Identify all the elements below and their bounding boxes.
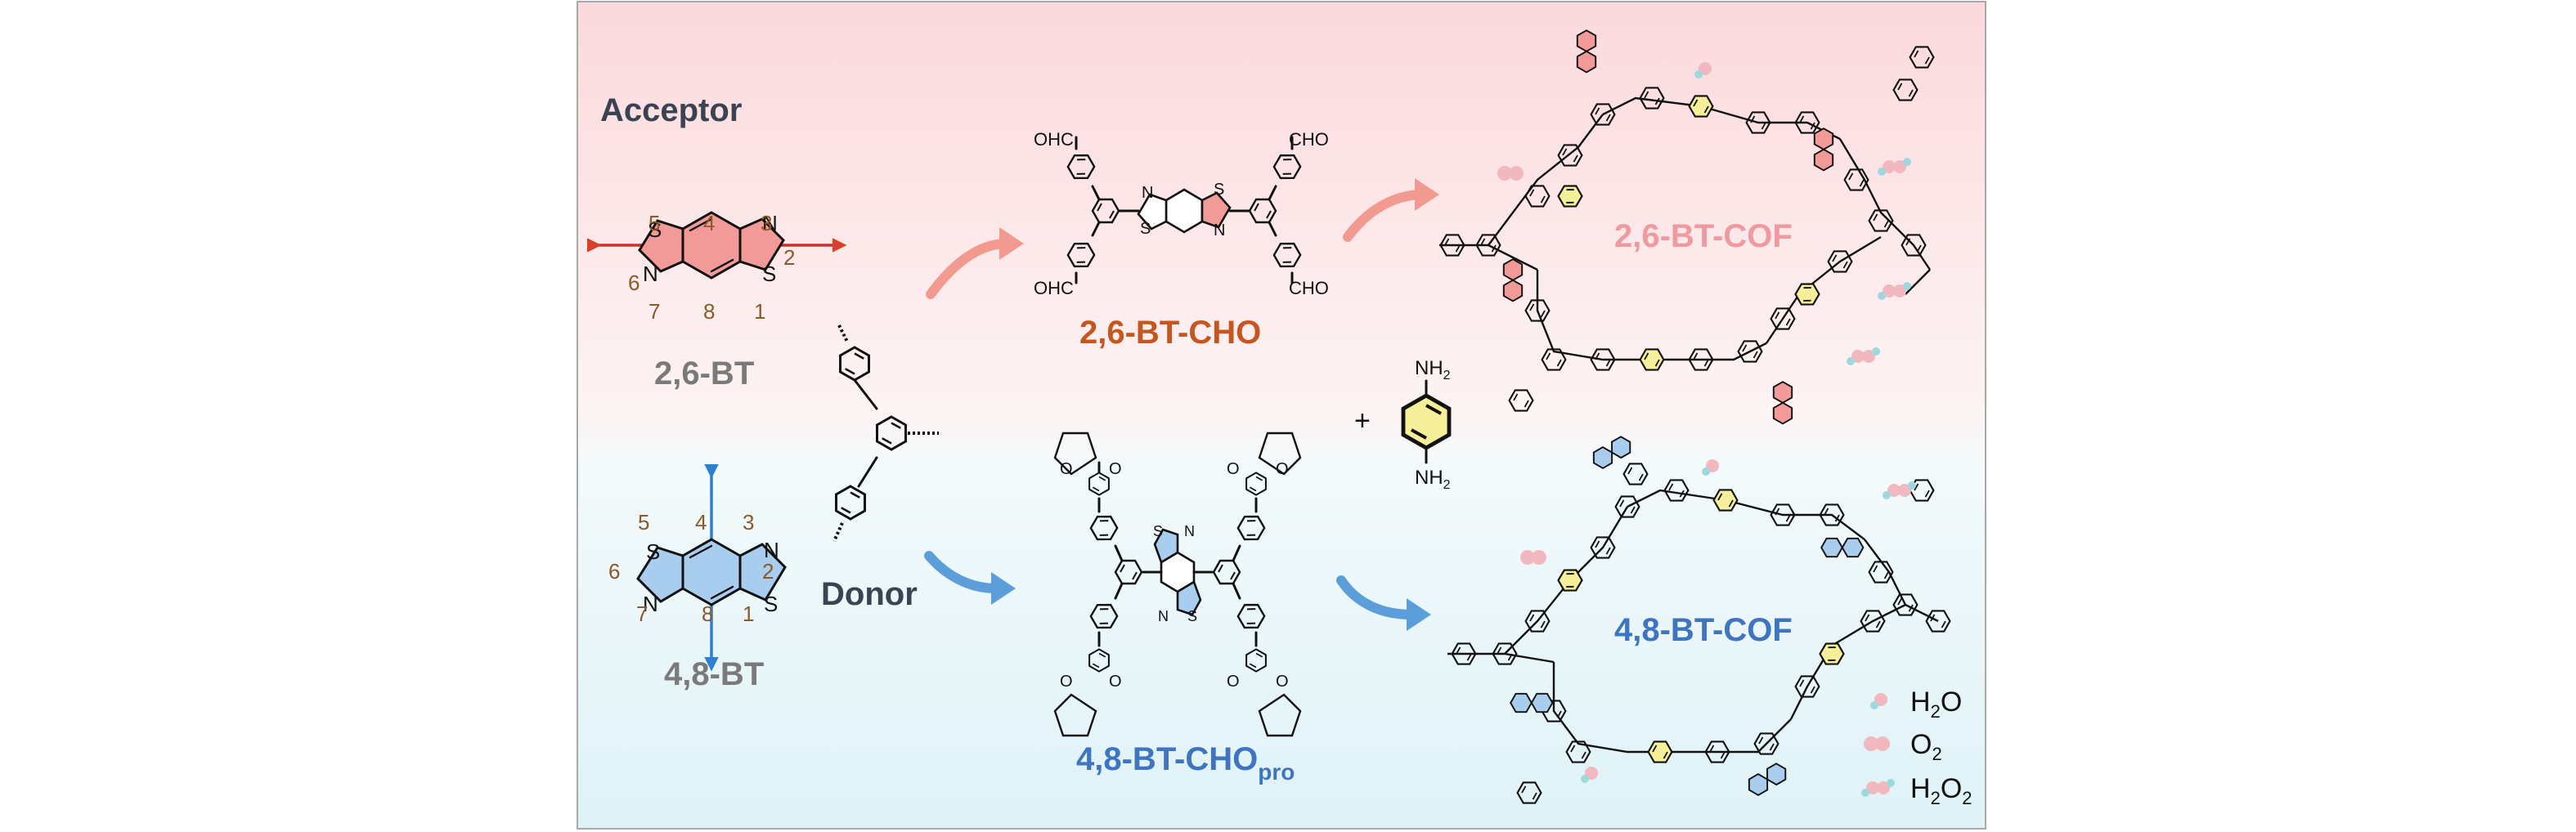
bt48-label: 4,8-BT xyxy=(664,656,764,692)
svg-text:6: 6 xyxy=(628,271,640,295)
cof26-label: 2,6-BT-COF xyxy=(1614,218,1793,254)
svg-text:H2O2: H2O2 xyxy=(1910,773,1972,808)
svg-text:2: 2 xyxy=(783,245,795,270)
oxygen-legend-item: O2 xyxy=(1864,729,1942,764)
svg-text:N: N xyxy=(762,211,778,235)
svg-text:3: 3 xyxy=(743,510,754,535)
svg-text:5: 5 xyxy=(648,211,660,235)
svg-text:4: 4 xyxy=(703,211,715,235)
svg-text:N: N xyxy=(1214,221,1225,239)
svg-text:4: 4 xyxy=(695,510,707,535)
svg-text:7: 7 xyxy=(636,602,648,626)
svg-text:N: N xyxy=(1158,608,1169,624)
cof48-framework xyxy=(1447,433,1951,804)
svg-text:O: O xyxy=(1227,673,1240,691)
svg-text:1: 1 xyxy=(754,299,765,324)
svg-text:CHO: CHO xyxy=(1289,278,1329,298)
bt48-position-numbers: 5 4 3 2 6 7 8 1 xyxy=(608,510,774,626)
svg-text:O: O xyxy=(1109,460,1122,478)
cof26-reaction-arrow xyxy=(1343,190,1425,242)
svg-text:S: S xyxy=(1140,220,1151,238)
cof48-label: 4,8-BT-COF xyxy=(1614,612,1793,648)
svg-text:N: N xyxy=(1184,523,1195,539)
svg-text:O: O xyxy=(1276,673,1289,691)
bt26-position-numbers: 5 4 3 2 6 7 8 1 xyxy=(628,211,795,324)
svg-text:O: O xyxy=(1109,673,1122,691)
svg-text:S: S xyxy=(1187,608,1197,624)
svg-text:6: 6 xyxy=(608,559,620,584)
svg-text:N: N xyxy=(1142,184,1153,202)
svg-text:NH2: NH2 xyxy=(1415,467,1451,492)
water-legend-item: H2O xyxy=(1870,687,1962,722)
svg-text:OHC: OHC xyxy=(1034,129,1074,150)
svg-text:N: N xyxy=(643,262,658,286)
svg-text:8: 8 xyxy=(703,299,715,324)
svg-text:N: N xyxy=(643,592,658,616)
svg-text:S: S xyxy=(648,217,662,242)
svg-text:S: S xyxy=(646,539,660,564)
svg-text:5: 5 xyxy=(638,510,649,535)
bt26-structure: S N N S xyxy=(587,211,847,286)
bt26-cho-label: 2,6-BT-CHO xyxy=(1079,315,1261,351)
terphenyl-donor-structure xyxy=(832,324,939,542)
donor-label: Donor xyxy=(821,576,918,612)
acceptor-label: Acceptor xyxy=(600,92,742,128)
svg-text:3: 3 xyxy=(761,211,772,235)
bt26-cho-structure: N S S N OHC OHC CHO CHO xyxy=(1034,129,1329,298)
scheme-panel xyxy=(577,1,1986,830)
p-phenylenediamine-structure: NH2 NH2 xyxy=(1403,357,1451,492)
bt48-structure: S N N S xyxy=(636,464,787,672)
bt26-label: 2,6-BT xyxy=(654,356,754,391)
svg-text:8: 8 xyxy=(702,602,713,626)
bt48-chopro-label: 4,8-BT-CHOpro xyxy=(1076,741,1295,785)
acceptor-reaction-arrow xyxy=(926,239,1009,299)
svg-text:1: 1 xyxy=(743,602,754,626)
svg-text:S: S xyxy=(762,262,776,286)
svg-text:CHO: CHO xyxy=(1289,129,1329,150)
svg-text:O2: O2 xyxy=(1910,729,1942,764)
svg-text:N: N xyxy=(764,538,779,562)
svg-text:NH2: NH2 xyxy=(1415,357,1451,382)
svg-text:S: S xyxy=(764,592,778,616)
svg-text:H2O: H2O xyxy=(1910,687,1962,722)
plus-sign: + xyxy=(1354,405,1371,436)
species-legend: H2O O2 H2O2 xyxy=(1861,687,1972,808)
svg-text:OHC: OHC xyxy=(1034,278,1074,298)
svg-text:S: S xyxy=(1153,523,1163,539)
svg-text:O: O xyxy=(1227,460,1240,478)
svg-text:O: O xyxy=(1060,673,1073,691)
svg-text:7: 7 xyxy=(648,299,660,324)
cof26-framework xyxy=(1439,29,1935,425)
hydrogen-peroxide-legend-item: H2O2 xyxy=(1861,773,1972,808)
cof48-reaction-arrow xyxy=(1336,575,1416,620)
svg-text:2: 2 xyxy=(762,559,774,584)
svg-text:S: S xyxy=(1214,181,1224,199)
bt48-chopro-structure: S N N S O O O O O O xyxy=(1053,432,1302,737)
donor-reaction-arrow xyxy=(924,551,1001,593)
